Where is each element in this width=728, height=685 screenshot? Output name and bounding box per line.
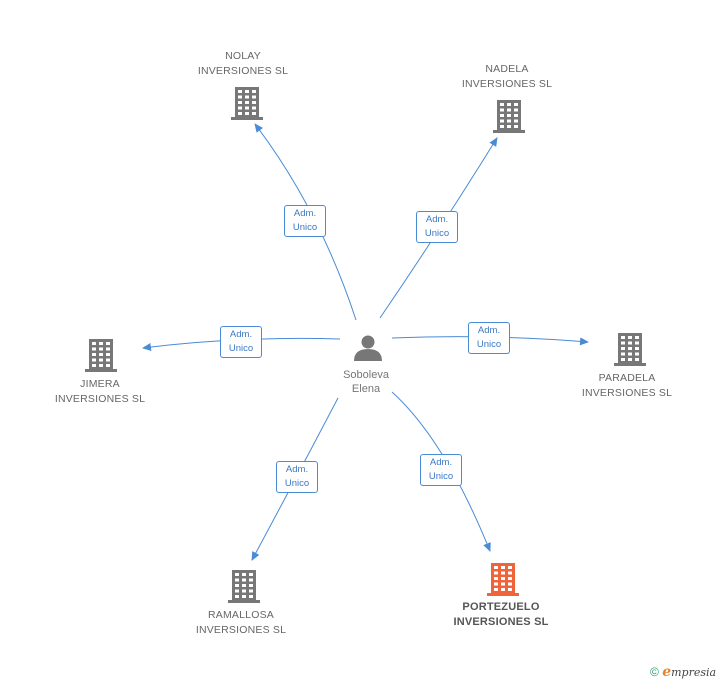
copyright-symbol: ©: [650, 665, 659, 679]
company-label-nolay[interactable]: NOLAY INVERSIONES SL: [197, 50, 289, 77]
building-icon-portezuelo[interactable]: [487, 563, 519, 596]
company-label-jimera[interactable]: JIMERA INVERSIONES SL: [54, 378, 146, 405]
company-label-ramallosa[interactable]: RAMALLOSA INVERSIONES SL: [195, 609, 287, 636]
building-icon-ramallosa[interactable]: [228, 570, 260, 603]
person-label[interactable]: Soboleva Elena: [343, 369, 389, 395]
role-box-paradela: Adm.Unico: [468, 322, 510, 354]
person-icon[interactable]: [354, 335, 382, 362]
company-label-portezuelo[interactable]: PORTEZUELO INVERSIONES SL: [453, 601, 549, 628]
company-label-paradela[interactable]: PARADELA INVERSIONES SL: [581, 372, 673, 399]
building-icon-paradela[interactable]: [614, 333, 646, 366]
building-icon-jimera[interactable]: [85, 339, 117, 372]
role-box-nolay: Adm.Unico: [284, 205, 326, 237]
copyright-footer[interactable]: © empresia: [650, 664, 716, 680]
building-icon-nadela[interactable]: [493, 100, 525, 133]
company-label-nadela[interactable]: NADELA INVERSIONES SL: [461, 63, 553, 90]
building-icon-nolay[interactable]: [231, 87, 263, 120]
role-box-jimera: Adm.Unico: [220, 326, 262, 358]
role-box-ramallosa: Adm.Unico: [276, 461, 318, 493]
empresia-logo: empresia: [662, 664, 717, 680]
role-box-nadela: Adm.Unico: [416, 211, 458, 243]
role-box-portezuelo: Adm.Unico: [420, 454, 462, 486]
